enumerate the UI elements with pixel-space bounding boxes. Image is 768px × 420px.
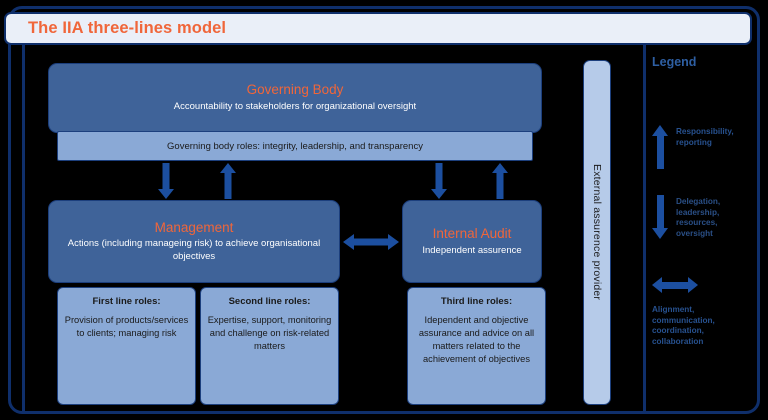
- external-assurance-provider-label: External assurence provider: [591, 164, 603, 301]
- external-assurance-provider-bar[interactable]: External assurence provider: [583, 60, 611, 405]
- arrow-down-icon: [652, 195, 668, 239]
- first-line-roles-box[interactable]: First line roles: Provision of products/…: [57, 287, 196, 405]
- governing-body-subtext: Accountability to stakeholders for organ…: [173, 101, 417, 113]
- legend-item-alignment: Alignment, communication, coordination, …: [652, 277, 715, 348]
- outer-frame: [8, 6, 760, 414]
- arrow-up-reporting-internal-audit: [492, 163, 508, 199]
- legend-item-delegation-label: Delegation, leadership, resources, overs…: [676, 197, 721, 238]
- arrow-double-management-internal-audit: [343, 232, 399, 252]
- title-bar: The IIA three-lines model: [4, 12, 752, 45]
- internal-audit-box[interactable]: Internal Audit Independent assurence: [402, 200, 542, 283]
- management-subtext: Actions (including manageing risk) to ac…: [67, 238, 321, 262]
- governing-body-roles-text: Governing body roles: integrity, leaders…: [167, 140, 423, 152]
- management-box[interactable]: Management Actions (including manageing …: [48, 200, 340, 283]
- page-title: The IIA three-lines model: [28, 19, 227, 37]
- management-heading: Management: [154, 219, 234, 235]
- arrow-down-delegation-internal-audit: [431, 163, 447, 199]
- arrow-double-horizontal-icon: [652, 277, 698, 293]
- governing-body-heading: Governing Body: [246, 82, 344, 98]
- legend-item-alignment-label: Alignment, communication, coordination, …: [652, 305, 715, 346]
- second-line-roles-heading: Second line roles:: [228, 296, 311, 307]
- governing-body-roles-strip[interactable]: Governing body roles: integrity, leaders…: [57, 131, 533, 161]
- legend-item-responsibility: Responsibility, reporting: [652, 125, 734, 169]
- arrow-down-delegation-management: [158, 163, 174, 199]
- arrow-up-icon: [652, 125, 668, 169]
- internal-audit-subtext: Independent assurence: [422, 244, 522, 256]
- third-line-roles-body: Idependent and objective assurance and a…: [418, 315, 535, 365]
- governing-body-box[interactable]: Governing Body Accountability to stakeho…: [48, 63, 542, 133]
- first-line-roles-body: Provision of products/services to client…: [64, 315, 189, 339]
- legend-item-delegation: Delegation, leadership, resources, overs…: [652, 195, 720, 240]
- legend-title: Legend: [652, 55, 697, 69]
- third-line-roles-heading: Third line roles:: [440, 296, 513, 307]
- arrow-up-reporting-management: [220, 163, 236, 199]
- third-line-roles-box[interactable]: Third line roles: Idependent and objecti…: [407, 287, 546, 405]
- legend-divider-rule: [643, 45, 646, 413]
- legend: Legend Responsibility, reporting Delegat…: [652, 55, 756, 346]
- first-line-roles-heading: First line roles:: [92, 296, 161, 307]
- second-line-roles-body: Expertise, support, monitoring and chall…: [207, 315, 332, 352]
- internal-audit-heading: Internal Audit: [432, 225, 512, 241]
- legend-item-responsibility-label: Responsibility, reporting: [676, 127, 734, 147]
- left-vertical-rule: [22, 45, 25, 413]
- second-line-roles-box[interactable]: Second line roles: Expertise, support, m…: [200, 287, 339, 405]
